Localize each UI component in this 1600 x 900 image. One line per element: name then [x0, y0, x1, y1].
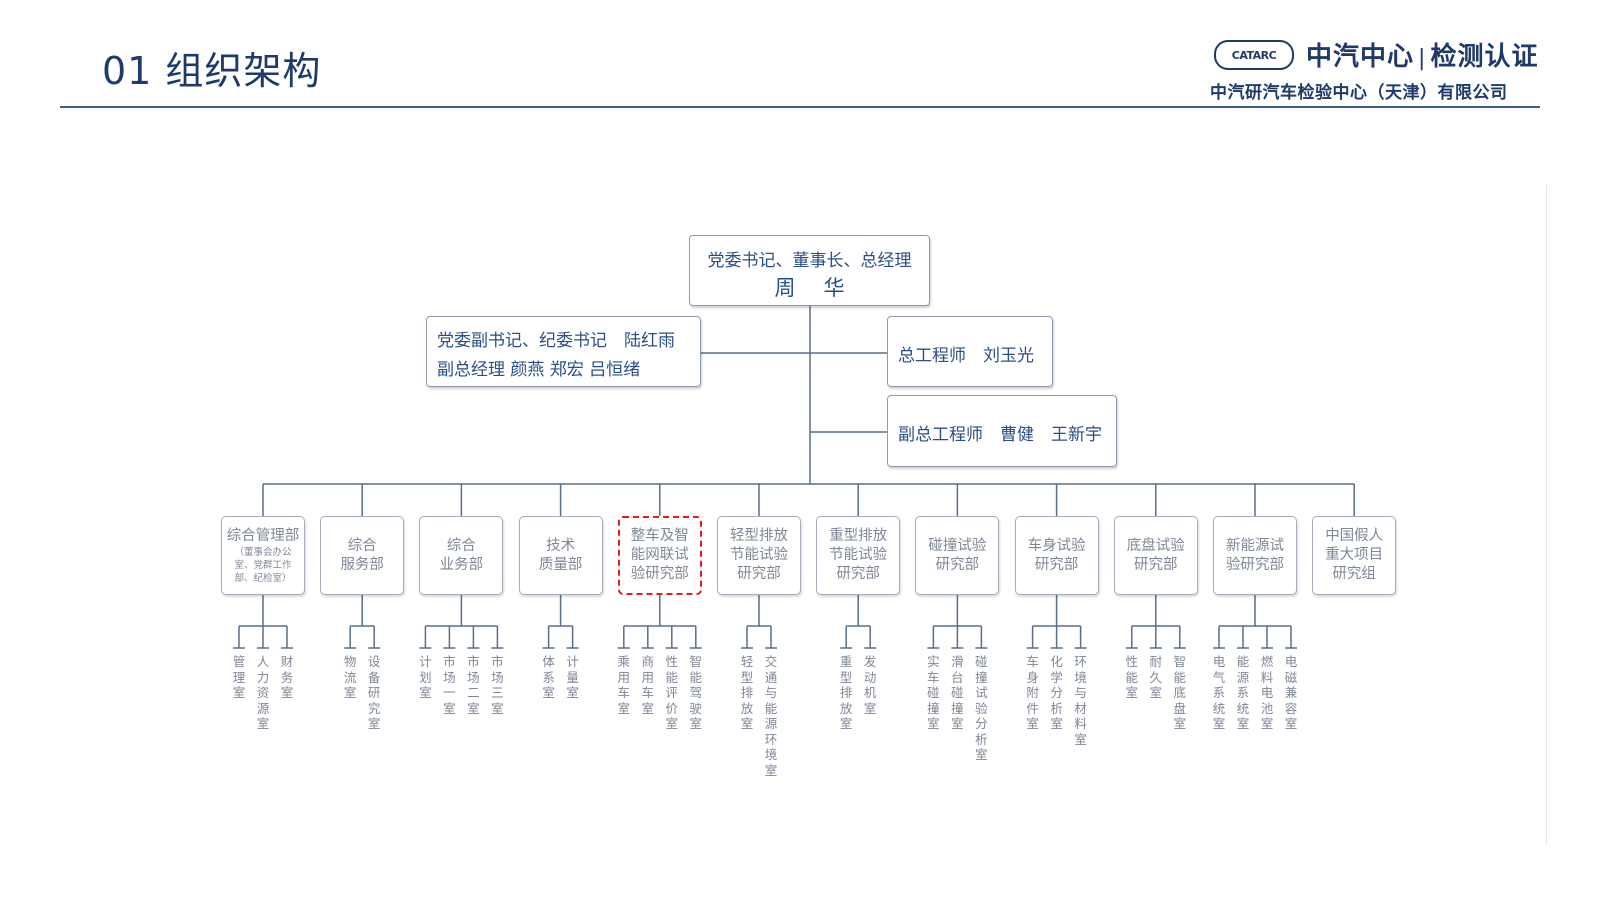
office-label: 智能驾驶室: [689, 654, 703, 731]
office-label: 市场一室: [443, 654, 456, 716]
department-box: 重型排放节能试验研究部: [816, 516, 901, 595]
image-right-border: [1546, 185, 1547, 845]
logo-main-left: 中汽中心: [1306, 42, 1415, 72]
department-name-line: 综合: [446, 537, 476, 554]
department-name-line: 研究部: [1034, 556, 1079, 573]
department-name-line: 研究组: [1332, 566, 1376, 582]
department-box: 底盘试验研究部: [1113, 516, 1198, 595]
header-divider: [60, 106, 1540, 108]
department-name-line: 研究部: [1134, 556, 1178, 573]
office-label: 环境与材料室: [1074, 654, 1087, 747]
department-subtitle-line: （董事会办公: [234, 546, 292, 558]
deputy-line-2: 副总经理 颜燕 郑宏 吕恒绪: [437, 360, 641, 380]
office-label: 实车碰撞室: [927, 654, 940, 731]
office-label: 设备研究室: [367, 654, 381, 731]
office-label: 电磁兼容室: [1284, 654, 1298, 731]
office-label: 发动机室: [863, 654, 877, 716]
general-manager-box: 党委书记、董事长、总经理 周华: [689, 235, 930, 306]
department-box: 技术质量部: [518, 516, 603, 595]
department-box: 整车及智能网联试验研究部: [617, 516, 702, 595]
department-name-line: 研究部: [935, 556, 980, 573]
department-name-line: 业务部: [439, 556, 484, 573]
department-name-line: 车身试验: [1027, 537, 1086, 554]
office-label: 碰撞试验分析室: [975, 654, 988, 762]
catarc-logo-mark: CATARC: [1214, 40, 1294, 70]
office-label: 商用车室: [641, 654, 655, 716]
department-name-line: 重型排放: [829, 528, 888, 544]
office-label: 管理室: [232, 654, 246, 700]
logo-main-right: 检测认证: [1430, 42, 1539, 72]
chief-engineer-box: 总工程师 刘玉光: [887, 316, 1053, 387]
office-label: 智能底盘室: [1173, 654, 1187, 731]
logo-separator: |: [1418, 46, 1427, 71]
company-logo: CATARC 中汽中心|检测认证 中汽研汽车检验中心（天津）有限公司: [1210, 36, 1550, 103]
office-label: 物流室: [343, 654, 357, 700]
office-label: 燃料电池室: [1260, 654, 1274, 731]
office-label: 市场三室: [491, 654, 504, 716]
department-name-line: 综合: [347, 537, 377, 554]
department-name-line: 重大项目: [1325, 547, 1384, 563]
office-label: 能源系统室: [1236, 654, 1250, 731]
department-name-line: 中国假人: [1325, 528, 1384, 544]
office-label: 交通与能源环境室: [764, 654, 778, 778]
office-label: 耐久室: [1149, 654, 1163, 700]
office-label: 体系室: [542, 654, 555, 700]
department-name-line: 碰撞试验: [928, 537, 987, 554]
office-label: 乘用车室: [617, 654, 631, 716]
office-label: 电气系统室: [1212, 654, 1226, 731]
department-box: 新能源试验研究部: [1213, 516, 1297, 595]
office-label: 化学分析室: [1050, 654, 1063, 731]
department-name-line: 新能源试: [1226, 537, 1284, 554]
office-label: 计划室: [419, 654, 432, 700]
department-name-line: 验研究部: [630, 566, 689, 582]
department-box: 车身试验研究部: [1014, 516, 1099, 595]
logo-main-text: 中汽中心|检测认证: [1306, 36, 1538, 73]
department-box: 综合服务部: [320, 516, 405, 595]
department-name-line: 质量部: [538, 556, 583, 573]
gm-name: 周华: [774, 276, 873, 300]
department-name-line: 整车及智: [630, 528, 689, 544]
department-subtitle-line: 室、党群工作: [234, 559, 292, 571]
department-name-line: 轻型排放: [730, 528, 788, 544]
department-name-line: 研究部: [836, 566, 880, 582]
department-box: 中国假人重大项目研究组: [1312, 516, 1397, 595]
office-label: 性能评价室: [665, 654, 679, 731]
office-label: 人力资源室: [256, 654, 270, 731]
department-box: 综合管理部 （董事会办公室、党群工作部、纪检室）: [221, 516, 305, 595]
department-name-line: 节能试验: [730, 547, 788, 563]
company-full-name: 中汽研汽车检验中心（天津）有限公司: [1210, 83, 1508, 103]
department-box: 轻型排放节能试验研究部: [717, 516, 801, 595]
department-name-line: 底盘试验: [1126, 537, 1185, 554]
deputy-chief-engineer-text: 副总工程师 曹健 王新宇: [898, 425, 1102, 445]
office-label: 滑台碰撞室: [951, 654, 964, 731]
deputy-chief-engineer-box: 副总工程师 曹健 王新宇: [887, 395, 1117, 467]
department-box: 综合业务部: [419, 516, 504, 595]
department-subtitle-line: 部、纪检室）: [234, 572, 292, 584]
gm-title: 党委书记、董事长、总经理: [707, 251, 912, 271]
department-box: 碰撞试验研究部: [915, 516, 1000, 595]
page-title: 01 组织架构: [102, 49, 322, 93]
department-name-line: 节能试验: [829, 547, 888, 563]
office-label: 车身附件室: [1026, 654, 1039, 731]
office-label: 市场二室: [467, 654, 480, 716]
office-label: 性能室: [1125, 654, 1139, 700]
department-name-line: 服务部: [340, 556, 384, 573]
department-name-line: 技术: [546, 537, 576, 554]
deputy-leaders-box: 党委副书记、纪委书记 陆红雨 副总经理 颜燕 郑宏 吕恒绪: [426, 316, 701, 387]
department-name-line: 能网联试: [630, 547, 689, 563]
office-label: 计量室: [566, 654, 579, 700]
chief-engineer-text: 总工程师 刘玉光: [898, 346, 1034, 366]
office-label: 重型排放室: [839, 654, 853, 731]
office-label: 财务室: [280, 654, 294, 700]
department-name-line: 研究部: [737, 566, 781, 582]
office-label: 轻型排放室: [740, 654, 754, 731]
department-name-line: 验研究部: [1226, 556, 1284, 573]
deputy-line-1: 党委副书记、纪委书记 陆红雨: [437, 331, 675, 351]
department-name-line: 综合管理部: [226, 527, 300, 544]
